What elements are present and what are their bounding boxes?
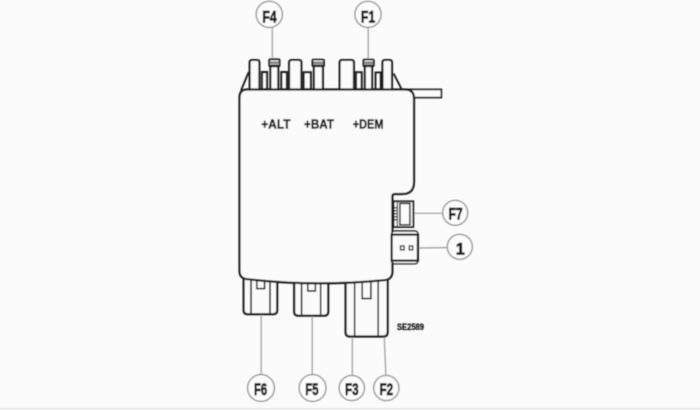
svg-text:F7: F7	[449, 206, 463, 224]
svg-text:F3: F3	[345, 381, 359, 399]
svg-text:F4: F4	[262, 8, 276, 26]
svg-text:+DEM: +DEM	[353, 116, 384, 131]
svg-text:SE2589: SE2589	[397, 321, 424, 332]
svg-text:F1: F1	[361, 8, 375, 26]
svg-text:+BAT: +BAT	[304, 116, 334, 131]
svg-text:+ALT: +ALT	[261, 116, 291, 131]
svg-text:F5: F5	[305, 381, 318, 399]
svg-text:F6: F6	[254, 381, 267, 399]
svg-text:1: 1	[456, 241, 465, 259]
svg-text:F2: F2	[380, 381, 394, 399]
